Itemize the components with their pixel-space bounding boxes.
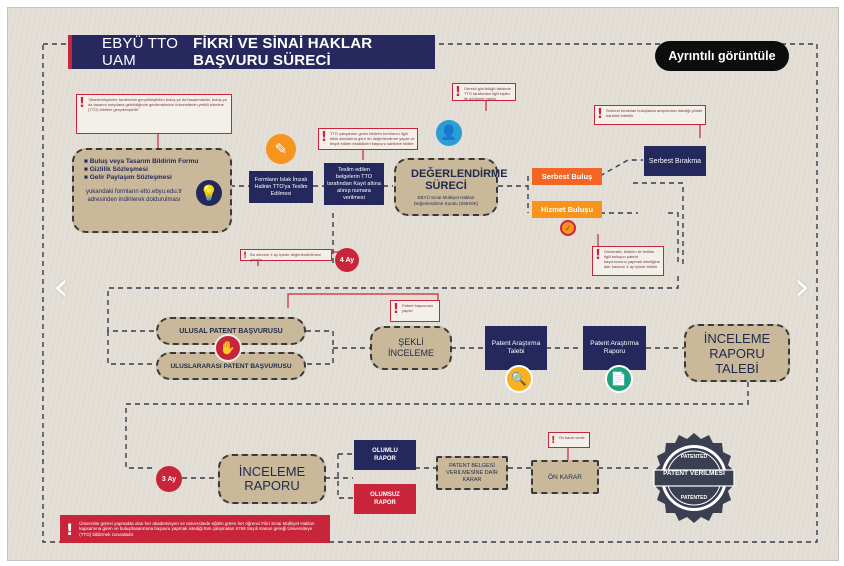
step-arastirma-raporu: Patent Araştırma Raporu	[583, 326, 646, 370]
page-title: EBYÜ TTO UAM FİKRİ VE SİNAİ HAKLAR BAŞVU…	[72, 35, 435, 69]
step-olumlu: OLUMLU RAPOR	[354, 440, 416, 470]
warning-text: TTO çalışanları gelen bildirim formların…	[329, 131, 415, 146]
footer-note-text: Üniversite görevi yapmakta olan her akad…	[79, 520, 315, 537]
step-hizmet-bulusu: Hizmet Buluşu	[532, 201, 602, 218]
application-icon: ✋	[214, 334, 242, 362]
degerlendirme-title: DEĞERLENDİRME SÜRECİ	[411, 168, 508, 192]
exclamation-icon: !	[79, 96, 85, 111]
exclamation-icon: !	[393, 302, 399, 317]
reviewer-icon: 👤	[436, 120, 462, 146]
step-belge: PATENT BELGESİ VERİLMESİNE DAİR KARAR	[436, 456, 508, 490]
magnifier-icon: 🔍	[505, 365, 533, 393]
warning-note-patent-basvuru: ! Patent başvurusu yapılır	[390, 300, 440, 322]
step-degerlendirme: DEĞERLENDİRME SÜRECİ EBYÜ Sınai Mülkiyet…	[394, 158, 508, 216]
title-prefix: EBYÜ TTO UAM	[102, 35, 179, 69]
warning-text: Serbest bırakılan buluşlarda araştırmacı…	[605, 108, 703, 118]
step-olumsuz: OLUMSUZ RAPOR	[354, 484, 416, 514]
warning-text: Üniversite, bildirim ile birlikte ilgili…	[603, 249, 660, 269]
step-serbest-birakma: Serbest Bırakma	[644, 146, 706, 176]
badge-dort-ay: 4 Ay	[335, 248, 359, 272]
patented-seal: PATENT VERİLMESİ PATENTED PATENTED	[648, 432, 740, 524]
warning-text: Gerekli görüldüğü takdirde TTO tarafında…	[463, 86, 511, 101]
warning-text: Bu sürenin 4 ay içinde değerlendirilmesi…	[250, 252, 321, 262]
warning-note-top-left: ! "Akademisyenler tarafından gerçekleşti…	[76, 94, 232, 134]
badge-uc-ay: 3 Ay	[156, 466, 182, 492]
step-teslim: Formların Islak İmzalı Halinin TTO'ya Te…	[249, 171, 313, 203]
seal-main-label: PATENT VERİLMESİ	[663, 470, 725, 477]
form-item-3: ■ Gelir Paylaşım Sözleşmesi	[84, 174, 172, 181]
warning-text: "Akademisyenler tarafından gerçekleştiri…	[87, 97, 227, 112]
next-arrow-icon[interactable]: ›	[794, 264, 810, 310]
warning-note-degerlendirme: ! Gerekli görüldüğü takdirde TTO tarafın…	[452, 83, 516, 101]
warning-note-dort-ay: ! Bu sürenin 4 ay içinde değerlendirilme…	[240, 249, 332, 262]
title-main: FİKRİ VE SİNAİ HAKLAR BAŞVURU SÜRECİ	[193, 35, 373, 69]
exclamation-icon: !	[243, 251, 248, 261]
warning-text: Patent başvurusu yapılır	[401, 303, 434, 313]
check-icon: ✓	[560, 220, 576, 236]
exclamation-icon: !	[551, 435, 556, 446]
step-kayit: Teslim edilen belgelerin TTO tarafından …	[324, 163, 384, 205]
seal-top-label: PATENTED	[680, 454, 708, 460]
exclamation-icon: !	[321, 130, 327, 145]
report-icon: 📄	[605, 365, 633, 393]
form-item-1: ■ Buluş veya Tasarım Bildirim Formu	[84, 158, 199, 165]
step-sekli: ŞEKLİ İNCELEME	[370, 326, 452, 370]
document-icon: ✎	[266, 134, 296, 164]
step-serbest-bulus: Serbest Buluş	[532, 168, 602, 185]
seal-bottom-label: PATENTED	[680, 495, 708, 501]
exclamation-icon: !	[595, 248, 601, 263]
step-inceleme-raporu: İNCELEME RAPORU	[218, 454, 326, 504]
infographic-frame: EBYÜ TTO UAM FİKRİ VE SİNAİ HAKLAR BAŞVU…	[7, 7, 839, 561]
warning-text: Ön karar verilir	[558, 435, 585, 440]
footer-note: ! Üniversite görevi yapmakta olan her ak…	[60, 515, 330, 543]
seal-icon	[653, 433, 735, 523]
step-arastirma-talebi: Patent Araştırma Talebi	[485, 326, 547, 370]
forms-note: yukarıdaki formların etto.ebyu.edu.tr ad…	[85, 189, 183, 203]
exclamation-icon: !	[66, 519, 74, 539]
exclamation-icon: !	[455, 85, 461, 100]
step-on-karar: ÖN KARAR	[531, 460, 599, 494]
warning-note-on-karar: ! Ön karar verilir	[548, 432, 590, 448]
detail-view-button[interactable]: Ayrıntılı görüntüle	[655, 41, 789, 71]
degerlendirme-subtitle: EBYÜ Sınai Mülkiyet Hakları Değerlendirm…	[413, 195, 479, 206]
exclamation-icon: !	[597, 107, 603, 122]
warning-note-formlar: ! TTO çalışanları gelen bildirim formlar…	[318, 128, 418, 150]
step-inceleme-talebi: İNCELEME RAPORU TALEBİ	[684, 324, 790, 382]
warning-note-serbest: ! Serbest bırakılan buluşlarda araştırma…	[594, 105, 706, 125]
title-accent	[68, 35, 72, 69]
step-ulusal: ULUSAL PATENT BAŞVURUSU	[156, 317, 306, 345]
warning-note-hizmet: ! Üniversite, bildirim ile birlikte ilgi…	[592, 246, 664, 276]
prev-arrow-icon[interactable]: ‹	[53, 264, 69, 310]
lightbulb-icon: 💡	[196, 180, 222, 206]
form-item-2: ■ Gizlilik Sözleşmesi	[84, 166, 148, 173]
